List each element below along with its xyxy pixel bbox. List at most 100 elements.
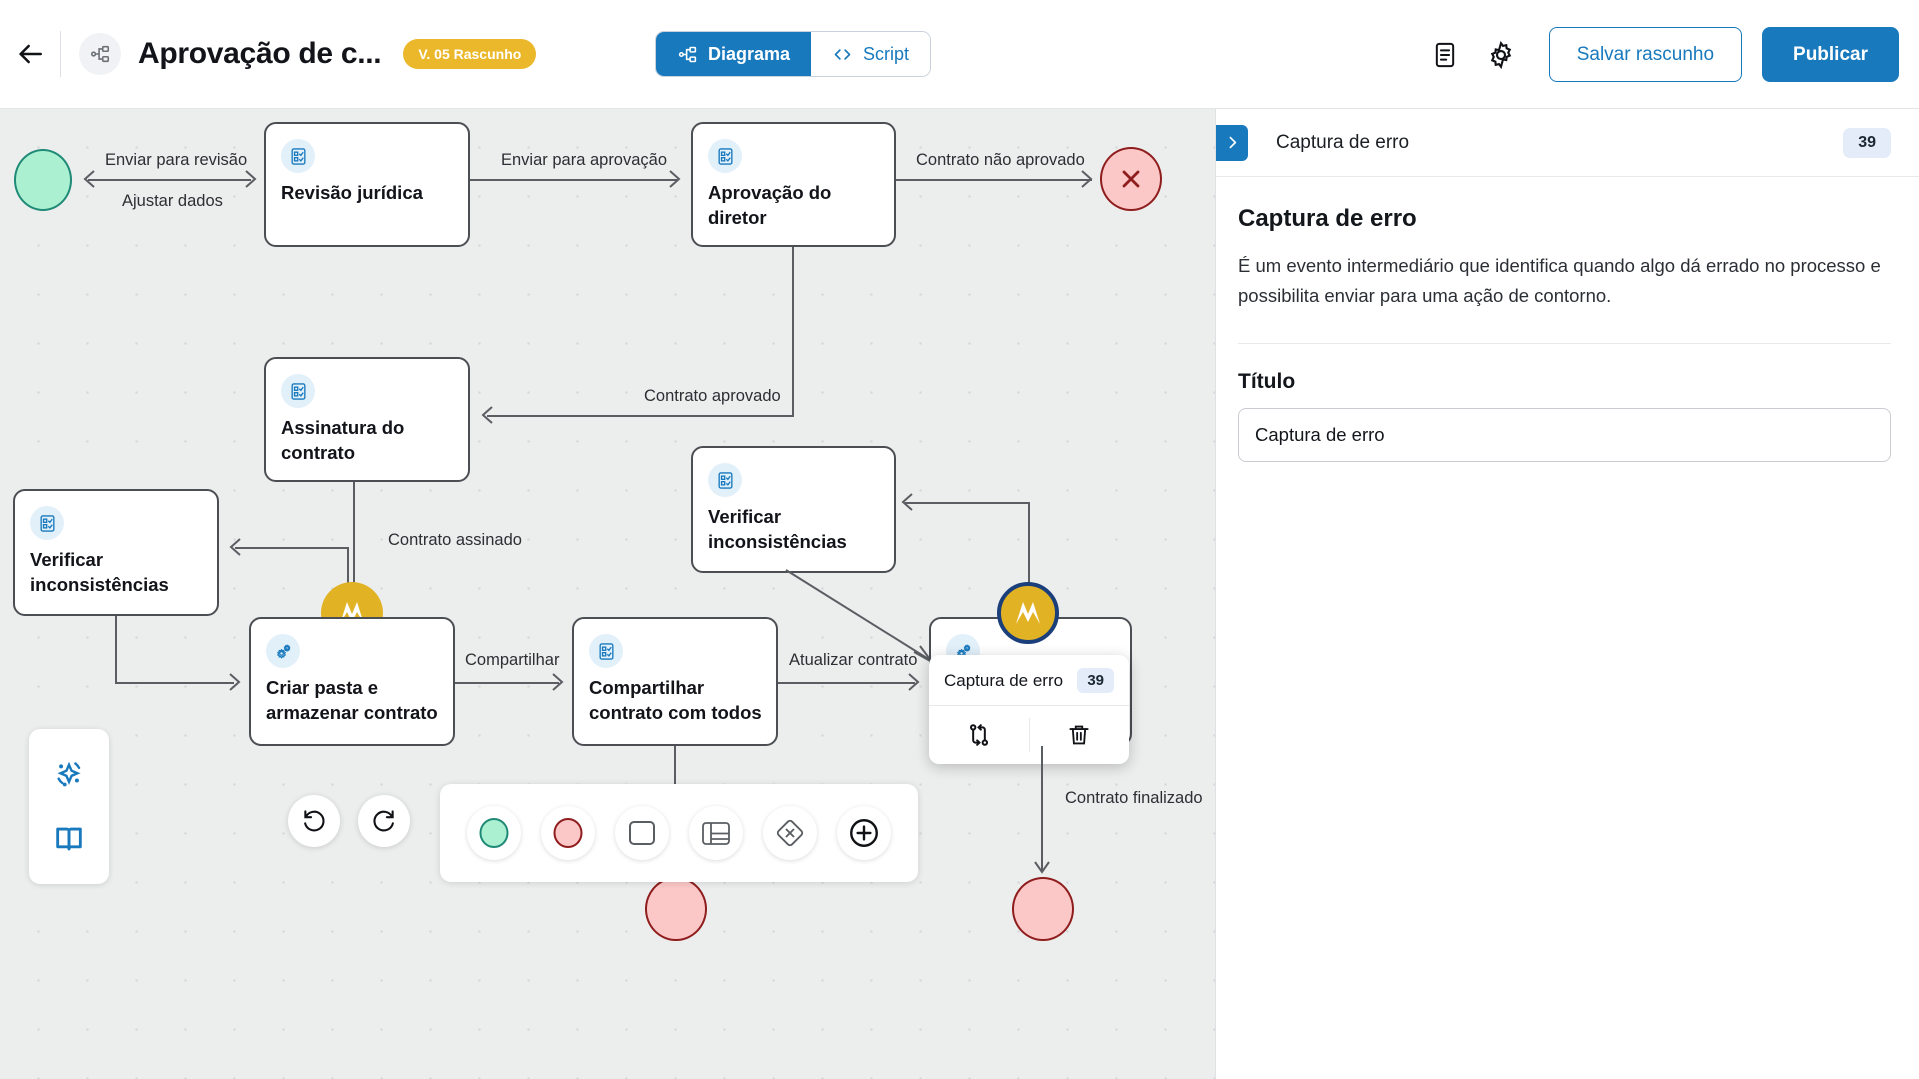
header-divider — [60, 31, 61, 77]
edge-n8-down — [1041, 746, 1043, 871]
document-button[interactable] — [1417, 27, 1473, 83]
task-node-assinatura-contrato[interactable]: Assinatura do contrato — [264, 357, 470, 482]
undo-icon — [304, 810, 325, 832]
gear-icon — [1490, 40, 1511, 69]
form-check-icon-wrap — [708, 139, 742, 173]
gears-icon — [276, 643, 290, 659]
edge-label-enviar-revisao: Enviar para revisão — [105, 151, 248, 169]
tab-script[interactable]: Script — [811, 32, 931, 76]
code-brackets-icon — [834, 48, 851, 60]
edge-into-n5 — [905, 502, 1029, 504]
edge-n3-down — [353, 482, 355, 612]
form-check-icon — [717, 471, 733, 489]
arrow-head-icon — [245, 170, 257, 188]
task-node-verificar-inconsistencias-right[interactable]: Verificar inconsistências — [691, 446, 896, 573]
message-badge-captura-erro[interactable] — [997, 582, 1059, 644]
arrow-head-icon — [669, 170, 681, 188]
task-square-icon — [629, 821, 655, 845]
task-node-aprovacao-diretor[interactable]: Aprovação do diretor — [691, 122, 896, 247]
properties-sidebar: Captura de erro 39 Captura de erro É um … — [1215, 109, 1919, 1079]
edge-label-atualizar-contrato: Atualizar contrato — [789, 651, 918, 669]
palette-task-button[interactable] — [615, 806, 669, 860]
form-check-icon — [39, 514, 55, 532]
error-end-event-node[interactable] — [1100, 147, 1162, 211]
sidebar-heading: Captura de erro — [1238, 205, 1417, 232]
header-actions: Salvar rascunho Publicar — [1417, 0, 1899, 109]
popup-title: Captura de erro — [944, 670, 1064, 690]
undo-button[interactable] — [288, 795, 340, 847]
arrow-head-icon — [1034, 861, 1050, 874]
arrow-head-icon — [481, 406, 493, 424]
settings-button[interactable] — [1473, 27, 1529, 83]
error-end-event-bottom[interactable] — [1012, 877, 1074, 941]
arrow-head-icon — [901, 493, 913, 511]
form-check-icon-wrap — [589, 634, 623, 668]
branch-connector-button[interactable] — [929, 706, 1029, 764]
edge-label-enviar-aprovacao: Enviar para aprovação — [501, 151, 668, 169]
task-node-revisao-juridica[interactable]: Revisão jurídica — [264, 122, 470, 247]
palette-gateway-button[interactable] — [763, 806, 817, 860]
edge-n4-to-n6 — [115, 682, 234, 684]
node-label: Revisão jurídica — [281, 182, 423, 203]
redo-button[interactable] — [358, 795, 410, 847]
diagram-canvas[interactable]: Enviar para revisão Ajustar dados Revisã… — [0, 109, 1215, 1079]
popup-count-badge: 39 — [1077, 668, 1114, 693]
arrow-head-icon — [552, 673, 564, 691]
close-icon — [1122, 170, 1140, 188]
sidebar-body: Captura de erro É um evento intermediári… — [1216, 177, 1919, 462]
form-check-icon-wrap — [708, 463, 742, 497]
lane-icon — [702, 822, 730, 845]
edge-label-compartilhar: Compartilhar — [465, 651, 560, 669]
node-context-popup[interactable]: Captura de erro 39 — [929, 655, 1129, 764]
sidebar-header: Captura de erro 39 — [1216, 109, 1919, 177]
process-avatar — [79, 33, 121, 75]
form-check-icon — [290, 147, 306, 165]
task-node-verificar-inconsistencias-left[interactable]: Verificar inconsistências — [13, 489, 219, 616]
page-title: Aprovação de c... — [138, 37, 382, 70]
popup-header: Captura de erro 39 — [929, 655, 1129, 706]
tab-diagrama[interactable]: Diagrama — [656, 32, 812, 76]
tab-diagrama-label: Diagrama — [708, 43, 791, 64]
arrow-head-icon — [908, 673, 920, 691]
node-label: Aprovação do diretor — [708, 182, 832, 228]
form-check-icon — [598, 642, 614, 660]
palette-end-event-button[interactable] — [541, 806, 595, 860]
edge-label-contrato-nao-aprovado: Contrato não aprovado — [916, 151, 1085, 169]
node-label: Criar pasta e armazenar contrato — [266, 677, 438, 723]
edge-n4-down — [115, 616, 117, 684]
edge-n7-to-n8 — [778, 682, 915, 684]
sidebar-description: É um evento intermediário que identifica… — [1238, 255, 1881, 306]
palette-start-event-button[interactable] — [467, 806, 521, 860]
arrow-head-icon — [83, 170, 95, 188]
assist-panel — [29, 729, 109, 884]
palette-lane-button[interactable] — [689, 806, 743, 860]
palette-add-button[interactable] — [837, 806, 891, 860]
gateway-icon — [776, 819, 804, 847]
start-event-node[interactable] — [14, 149, 72, 211]
arrow-head-icon — [1081, 170, 1093, 188]
task-node-compartilhar-contrato[interactable]: Compartilhar contrato com todos — [572, 617, 778, 746]
edge-label-ajustar-dados: Ajustar dados — [122, 192, 223, 210]
edge-n6-to-n7 — [455, 682, 559, 684]
titulo-input[interactable] — [1238, 408, 1891, 462]
form-check-icon-wrap — [281, 374, 315, 408]
titulo-field-label: Título — [1238, 370, 1296, 393]
sidebar-collapse-button[interactable] — [1216, 124, 1248, 161]
version-badge: V. 05 Rascunho — [403, 39, 537, 69]
task-node-criar-pasta[interactable]: Criar pasta e armazenar contrato — [249, 617, 455, 746]
node-label: Assinatura do contrato — [281, 417, 405, 463]
docs-button[interactable] — [52, 822, 86, 856]
ai-assist-button[interactable] — [52, 757, 86, 791]
edge-start-to-n1 — [88, 179, 251, 181]
delete-button[interactable] — [1030, 706, 1130, 764]
edge-n2-down — [792, 247, 794, 417]
redo-icon — [373, 810, 394, 832]
back-button[interactable] — [0, 38, 60, 70]
error-end-event-bottom-2[interactable] — [645, 877, 707, 941]
node-label: Compartilhar contrato com todos — [589, 677, 762, 723]
publish-button[interactable]: Publicar — [1762, 27, 1899, 82]
end-event-icon — [553, 818, 583, 848]
save-draft-button[interactable]: Salvar rascunho — [1548, 27, 1743, 82]
popup-actions — [929, 706, 1129, 764]
tab-script-label: Script — [863, 43, 910, 64]
